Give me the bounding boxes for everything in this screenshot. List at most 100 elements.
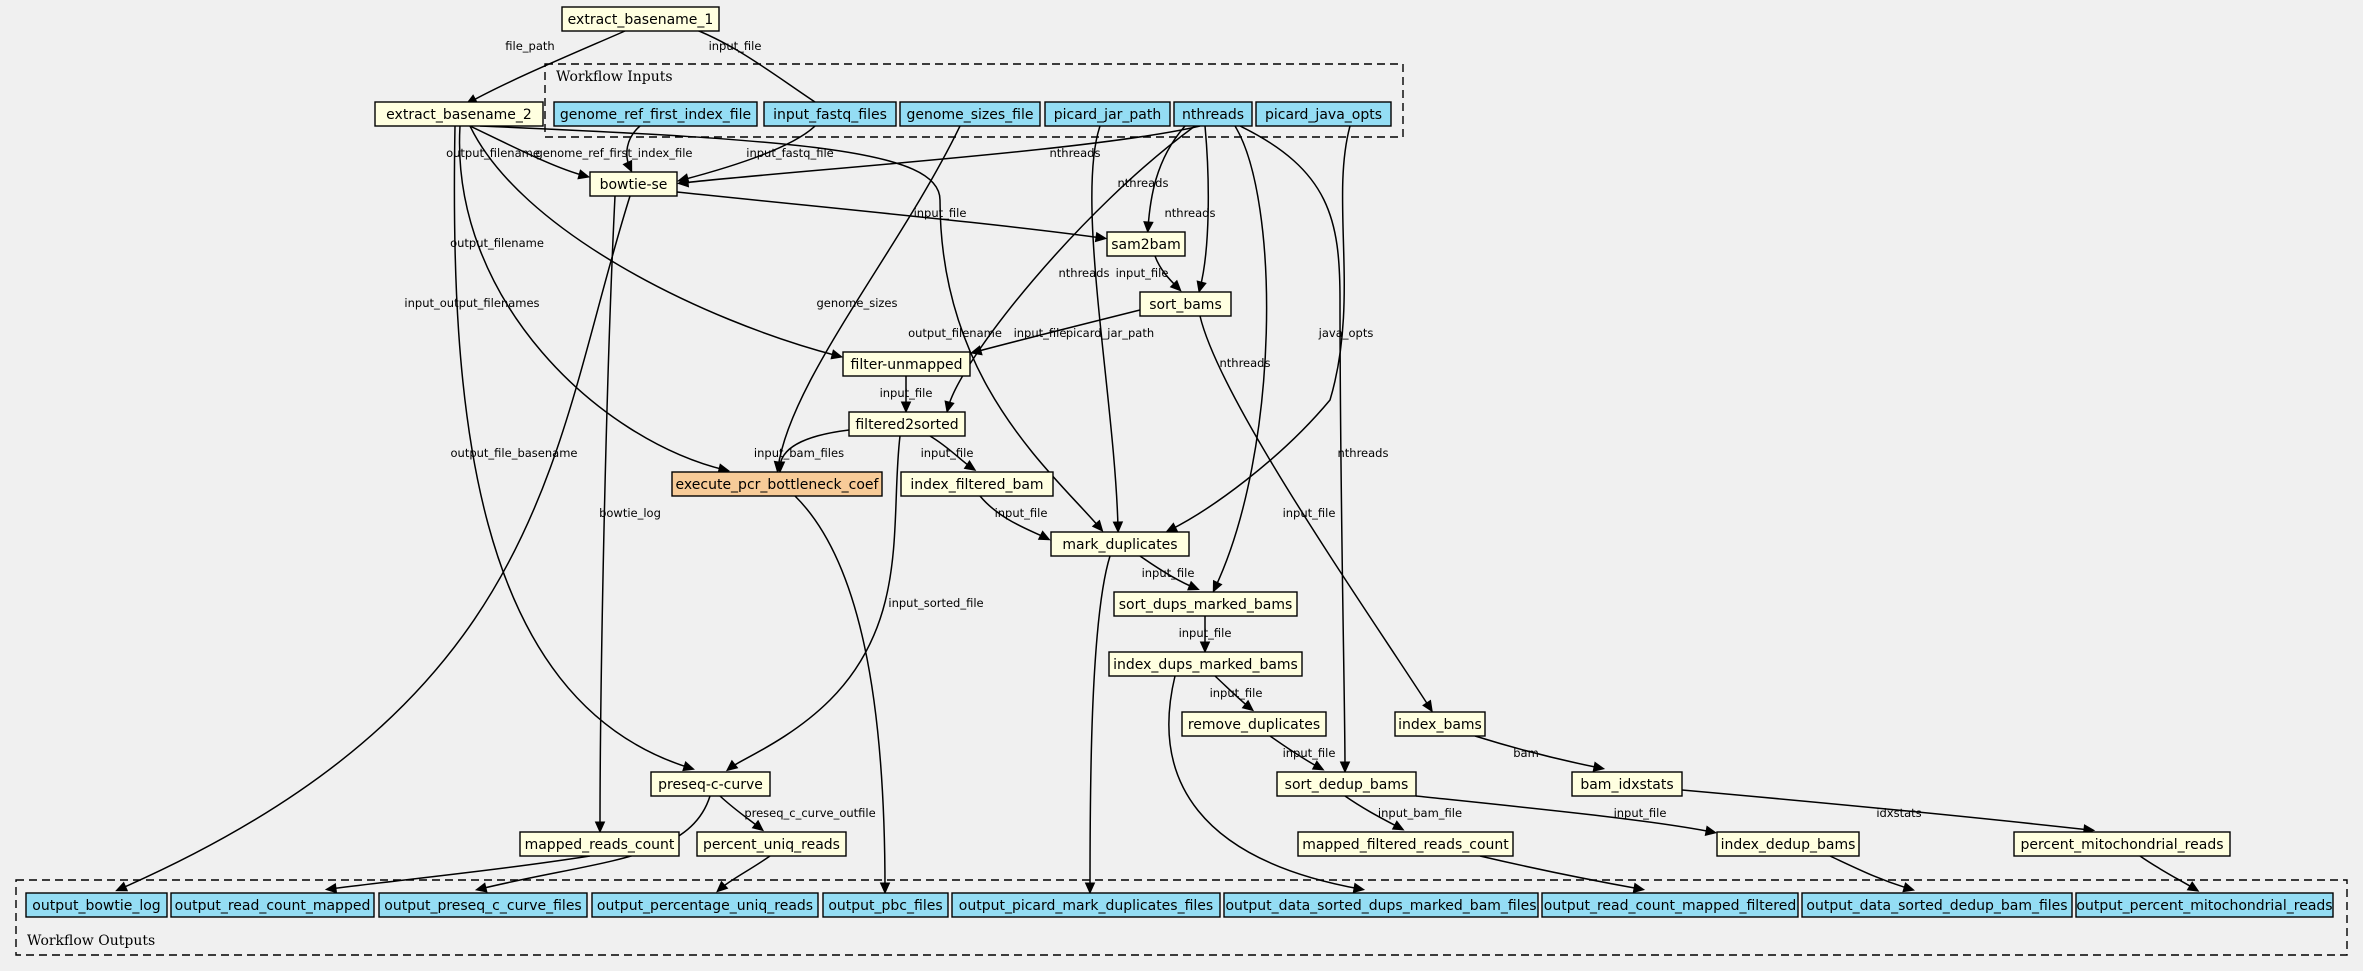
node-label: output_data_sorted_dedup_bam_files — [1806, 898, 2067, 914]
edge-arrowhead — [2186, 881, 2200, 892]
node-box — [1716, 831, 1860, 857]
edge-mapped-filtered-reads-count-to-output-read-count-mapped-filtered — [1479, 855, 1646, 894]
clusters: Workflow Inputs Workflow Outputs — [15, 63, 2348, 956]
node-box — [1541, 892, 1799, 918]
node-box — [1108, 651, 1303, 677]
edge-label: output_filename — [908, 326, 1002, 340]
node-label: index_filtered_bam — [910, 477, 1043, 493]
node-index-dups-marked-bams: index_dups_marked_bams — [1108, 651, 1303, 677]
node-box — [1297, 831, 1514, 857]
node-box — [1106, 231, 1186, 257]
edge-bowtie-se-to-sam2bam: input_file — [676, 191, 1108, 243]
edge-label: input_file — [1283, 506, 1336, 520]
edge-filtered2sorted-to-preseq-c-curve: input_sorted_file — [725, 435, 984, 772]
node-percent-mitochondrial-reads: percent_mitochondrial_reads — [2013, 831, 2231, 857]
edge-nthreads-to-sort-bams: nthreads — [1165, 125, 1215, 294]
edge-label: input_file — [1014, 326, 1067, 340]
edge-arrowhead — [1311, 760, 1325, 771]
node-output-bowtie-log: output_bowtie_log — [25, 892, 168, 918]
edge-nthreads-to-filtered2sorted: nthreads — [944, 125, 1196, 414]
edge-extract-basename-2-to-mark-duplicates: output_filename — [479, 125, 1104, 532]
edge-bam-idxstats-to-percent-mitochondrial-reads: idxstats — [1681, 789, 2096, 835]
edge-extract-basename-2-to-filter-unmapped: output_filename — [450, 125, 844, 360]
node-box — [1255, 101, 1392, 127]
edge-line — [1147, 125, 1186, 229]
edge-line — [1169, 125, 1351, 531]
edge-arrowhead — [1112, 521, 1124, 534]
node-label: output_bowtie_log — [32, 898, 160, 914]
node-label: genome_ref_first_index_file — [560, 107, 751, 123]
edge-line — [1089, 555, 1111, 890]
edge-execute-pcr-bottleneck-coef-to-output-pbc-files — [794, 495, 891, 895]
node-box — [842, 351, 971, 377]
node-label: index_dedup_bams — [1721, 837, 1856, 853]
edge-arrowhead — [1037, 530, 1051, 541]
edge-sort-dedup-bams-to-index-dedup-bams: input_file — [1415, 795, 1718, 836]
edge-index-dedup-bams-to-output-data-sorted-dedup-bam-files — [1829, 855, 1915, 893]
edge-bowtie-se-to-output-bowtie-log — [115, 195, 631, 892]
edge-arrowhead — [751, 819, 765, 832]
node-label: mark_duplicates — [1062, 537, 1177, 553]
edge-arrowhead — [1094, 231, 1108, 243]
edge-arrowhead — [1339, 761, 1351, 774]
edge-label: genome_ref_first_index_file — [535, 146, 692, 160]
node-extract-basename-1: extract_basename_1 — [561, 6, 720, 32]
edge-label: input_sorted_file — [888, 596, 983, 610]
node-box — [1801, 892, 2073, 918]
edge-percent-mitochondrial-reads-to-output-percent-mitochondrial-reads — [2139, 855, 2200, 892]
edge-arrowhead — [474, 882, 488, 893]
edge-line — [119, 195, 631, 890]
node-output-data-sorted-dedup-bam-files: output_data_sorted_dedup_bam_files — [1801, 892, 2073, 918]
node-box — [671, 471, 883, 497]
node-label: bam_idxstats — [1580, 777, 1673, 793]
node-output-read-count-mapped-filtered: output_read_count_mapped_filtered — [1541, 892, 1799, 918]
node-box — [2075, 892, 2334, 918]
edge-arrowhead — [725, 759, 739, 772]
edge-label: input_file — [921, 446, 974, 460]
edge-arrowhead — [676, 177, 690, 188]
node-label: index_dups_marked_bams — [1113, 657, 1298, 673]
edge-line — [453, 125, 691, 769]
node-box — [170, 892, 375, 918]
edge-extract-basename-1-to-extract-basename-2: file_path — [465, 30, 626, 105]
edge-line — [1239, 125, 1346, 769]
edge-label: bowtie_log — [599, 506, 661, 520]
edge-arrowhead — [1199, 641, 1211, 654]
edge-arrowhead — [716, 880, 729, 893]
edge-label: input_fastq_file — [746, 146, 834, 160]
node-label: extract_basename_2 — [386, 107, 532, 123]
node-picard-jar-path: picard_jar_path — [1044, 101, 1171, 127]
edge-label: input_file — [880, 386, 933, 400]
node-output-data-sorted-dups-marked-bam-files: output_data_sorted_dups_marked_bam_files — [1223, 892, 1539, 918]
edge-arrowhead — [1143, 221, 1154, 234]
edge-line — [469, 125, 839, 357]
node-label: extract_basename_1 — [568, 12, 714, 28]
node-execute-pcr-bottleneck-coef: execute_pcr_bottleneck_coef — [671, 471, 883, 497]
edge-line — [679, 23, 816, 103]
node-label: picard_jar_path — [1054, 107, 1162, 123]
edge-arrowhead — [324, 882, 338, 894]
edge-label: input_file — [995, 506, 1048, 520]
edge-arrowhead — [963, 459, 977, 471]
edge-index-filtered-bam-to-mark-duplicates: input_file — [979, 495, 1051, 541]
node-label: output_read_count_mapped — [175, 898, 371, 914]
node-mapped-reads-count: mapped_reads_count — [519, 831, 680, 857]
node-sort-bams: sort_bams — [1139, 291, 1232, 317]
edge-line — [681, 125, 1201, 184]
node-label: output_read_count_mapped_filtered — [1544, 898, 1796, 914]
edge-percent-uniq-reads-to-output-percentage-uniq-reads — [716, 855, 771, 893]
node-sam2bam: sam2bam — [1106, 231, 1186, 257]
node-box — [848, 411, 966, 437]
edge-index-dups-marked-bams-to-output-data-sorted-dups-marked-bam-files — [1168, 675, 1366, 894]
edge-input-fastq-files-to-extract-basename-1: input_file — [675, 20, 816, 103]
edge-nthreads-to-sort-dedup-bams: nthreads — [1239, 125, 1388, 774]
node-box — [378, 892, 588, 918]
edge-mark-duplicates-to-output-picard-mark-duplicates-files — [1084, 555, 1111, 895]
edge-extract-basename-2-to-preseq-c-curve: output_file_basename — [451, 125, 695, 772]
node-box — [822, 892, 949, 918]
edge-nthreads-to-sort-dups-marked-bams: nthreads — [1212, 125, 1270, 593]
node-box — [1139, 291, 1232, 317]
node-box — [1173, 101, 1253, 127]
edge-label: input_file — [1210, 686, 1263, 700]
edge-line — [1829, 855, 1911, 890]
